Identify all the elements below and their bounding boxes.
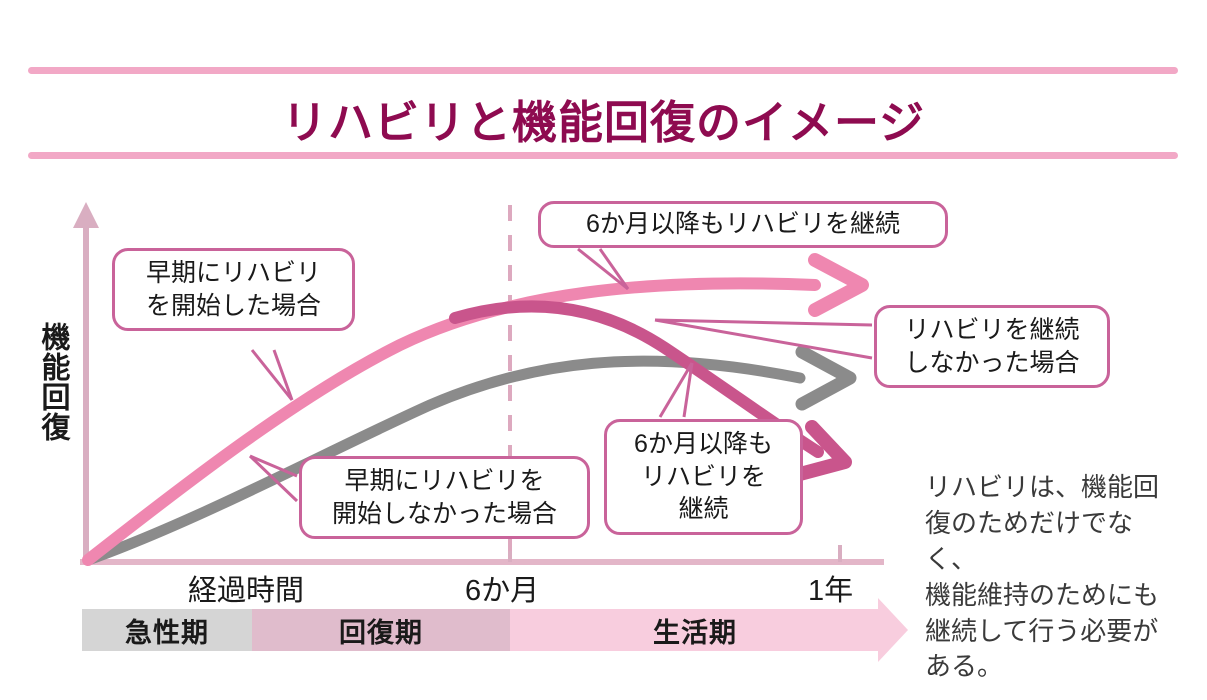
- y-axis: [73, 202, 99, 562]
- callout-continue-after-six-months-mid: 6か月以降も リハビリを 継続: [604, 419, 803, 535]
- callout-early-rehab-not-started: 早期にリハビリを 開始しなかった場合: [299, 456, 590, 539]
- phase-band-recovery: 回復期: [252, 609, 510, 651]
- leader-no-early-start: [248, 454, 299, 503]
- leader-early-start: [250, 349, 294, 401]
- leader-continue-mid: [658, 362, 694, 418]
- leader-no-continue: [654, 318, 873, 360]
- page-title: リハビリと機能回復のイメージ: [281, 97, 926, 148]
- callout-rehab-not-continued: リハビリを継続 しなかった場合: [874, 305, 1110, 388]
- leader-continue-top: [577, 247, 630, 291]
- curve-early-start: [82, 253, 869, 566]
- x-axis-tick-elapsed-time: 経過時間: [188, 575, 305, 607]
- decorative-rule-top: [28, 67, 1178, 74]
- side-note-text: リハビリは、機能回 復のためだけでなく、 機能維持のためにも 継続して行う必要が…: [925, 472, 1160, 682]
- x-axis: [80, 545, 884, 565]
- decorative-rule-bottom: [28, 152, 1178, 159]
- callout-early-rehab-started: 早期にリハビリ を開始した場合: [112, 248, 355, 331]
- x-axis-tick-one-year: 1年: [808, 575, 854, 607]
- x-axis-tick-six-months: 6か月: [465, 575, 540, 607]
- callout-continue-after-six-months-top: 6か月以降もリハビリを継続: [538, 201, 948, 248]
- curve-no-early-start: [82, 345, 857, 566]
- y-axis-label: 機能回復: [37, 322, 69, 442]
- phase-band-acute: 急性期: [82, 609, 252, 651]
- phase-band-life: 生活期: [510, 609, 880, 651]
- phase-timeline-arrow-icon: [878, 598, 908, 662]
